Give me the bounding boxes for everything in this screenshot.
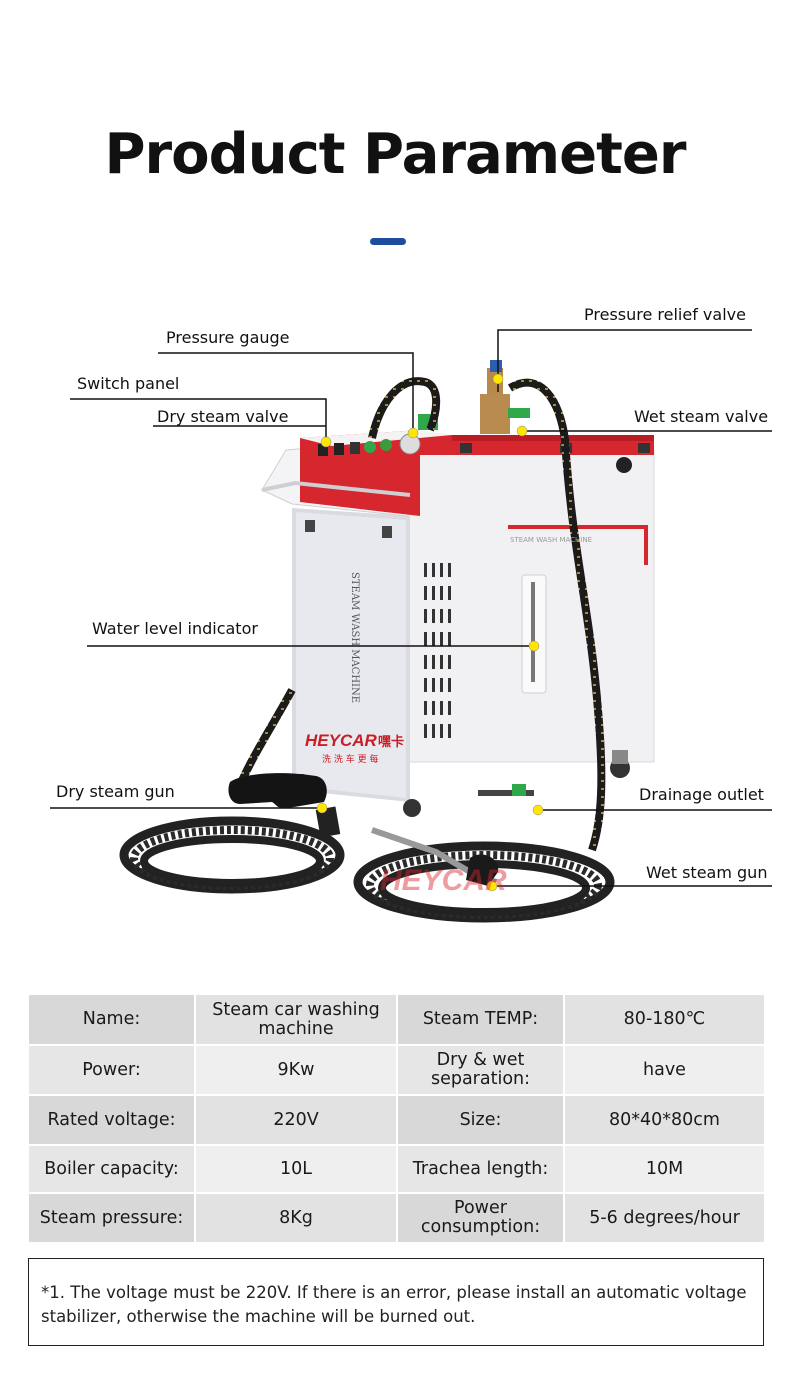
spec-label: Dry & wet separation: (396, 1044, 565, 1096)
table-row: Power: 9Kw Dry & wet separation: have (27, 1044, 766, 1096)
table-row: Steam pressure: 8Kg Power consumption: 5… (27, 1192, 766, 1244)
spec-value: have (563, 1044, 766, 1096)
brand-logo-cn: 嘿卡 (378, 734, 404, 750)
spec-value: 10M (563, 1144, 766, 1194)
spec-value: 9Kw (194, 1044, 398, 1096)
watermark-logo: HEYCAR (380, 864, 507, 897)
spec-label: Boiler capacity: (27, 1144, 196, 1194)
wet-hose-coil (353, 841, 615, 923)
dry-hose-coil (119, 816, 345, 894)
spec-value: 8Kg (194, 1192, 398, 1244)
callout-wet-steam-gun: Wet steam gun (646, 863, 768, 882)
spec-label: Name: (27, 993, 196, 1046)
callout-pressure-gauge: Pressure gauge (166, 328, 290, 347)
spec-value: 5-6 degrees/hour (563, 1192, 766, 1244)
machine-illustration: HEYCAR 嘿卡 洗 洗 车 更 每 STEAM WASH MACHINE S… (50, 329, 772, 923)
product-diagram: HEYCAR 嘿卡 洗 洗 车 更 每 STEAM WASH MACHINE S… (0, 290, 790, 940)
spec-label: Steam pressure: (27, 1192, 196, 1244)
spec-table: Name: Steam car washing machine Steam TE… (27, 993, 766, 1244)
brand-subtitle: 洗 洗 车 更 每 (322, 753, 378, 765)
brand-logo: HEYCAR (305, 731, 378, 750)
top-label: STEAM WASH MACHINE (510, 536, 592, 544)
table-row: Name: Steam car washing machine Steam TE… (27, 993, 766, 1046)
callout-wet-steam-valve: Wet steam valve (634, 407, 769, 426)
spec-label: Steam TEMP: (396, 993, 565, 1046)
spec-label: Rated voltage: (27, 1094, 196, 1146)
callout-pressure-relief-valve: Pressure relief valve (584, 305, 746, 324)
spec-label: Size: (396, 1094, 565, 1146)
callout-dry-steam-gun: Dry steam gun (56, 782, 175, 801)
callout-switch-panel: Switch panel (77, 374, 180, 393)
spec-value: 80-180℃ (563, 993, 766, 1046)
spec-value: Steam car washing machine (194, 993, 398, 1046)
table-row: Rated voltage: 220V Size: 80*40*80cm (27, 1094, 766, 1146)
spec-label: Power: (27, 1044, 196, 1096)
spec-value: 10L (194, 1144, 398, 1194)
side-label: STEAM WASH MACHINE (349, 572, 360, 703)
spec-value: 220V (194, 1094, 398, 1146)
callout-water-level-indicator: Water level indicator (92, 619, 258, 638)
page-title: Product Parameter (104, 122, 687, 187)
spec-label: Trachea length: (396, 1144, 565, 1194)
spec-value: 80*40*80cm (563, 1094, 766, 1146)
callout-dry-steam-valve: Dry steam valve (157, 407, 289, 426)
title-underline (370, 238, 406, 245)
callout-drainage-outlet: Drainage outlet (639, 785, 764, 804)
spec-label: Power consumption: (396, 1192, 565, 1244)
voltage-note: *1. The voltage must be 220V. If there i… (28, 1258, 764, 1346)
table-row: Boiler capacity: 10L Trachea length: 10M (27, 1144, 766, 1194)
